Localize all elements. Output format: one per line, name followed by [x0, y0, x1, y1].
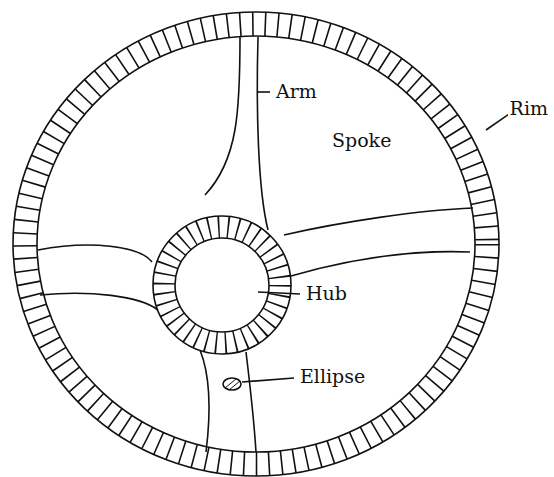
arm-edge: [38, 245, 152, 262]
rim-hatching: [25, 24, 487, 464]
part-label: Arm: [274, 81, 319, 102]
hub-hatching: [164, 227, 280, 343]
arm-edge: [40, 293, 158, 310]
arm-edge: [284, 208, 473, 235]
arm-edge: [257, 37, 268, 230]
part-label: Spoke: [330, 130, 393, 151]
arm-edge: [205, 37, 240, 195]
section-hatch: [225, 379, 240, 390]
leader-line: [242, 378, 294, 382]
ellipse-section: [223, 378, 241, 390]
part-label: Ellipse: [298, 366, 367, 387]
part-label: Hub: [304, 283, 349, 304]
leader-line: [258, 292, 300, 294]
arm-edge: [291, 252, 470, 276]
part-label: Rim: [508, 98, 550, 119]
hub-outer: [153, 216, 291, 354]
rim-outer: [13, 12, 499, 476]
arm-edge: [200, 350, 209, 452]
hub-inner: [175, 238, 269, 332]
leader-line: [258, 91, 270, 93]
arm-edge: [246, 352, 256, 452]
rim-inner: [37, 36, 475, 452]
